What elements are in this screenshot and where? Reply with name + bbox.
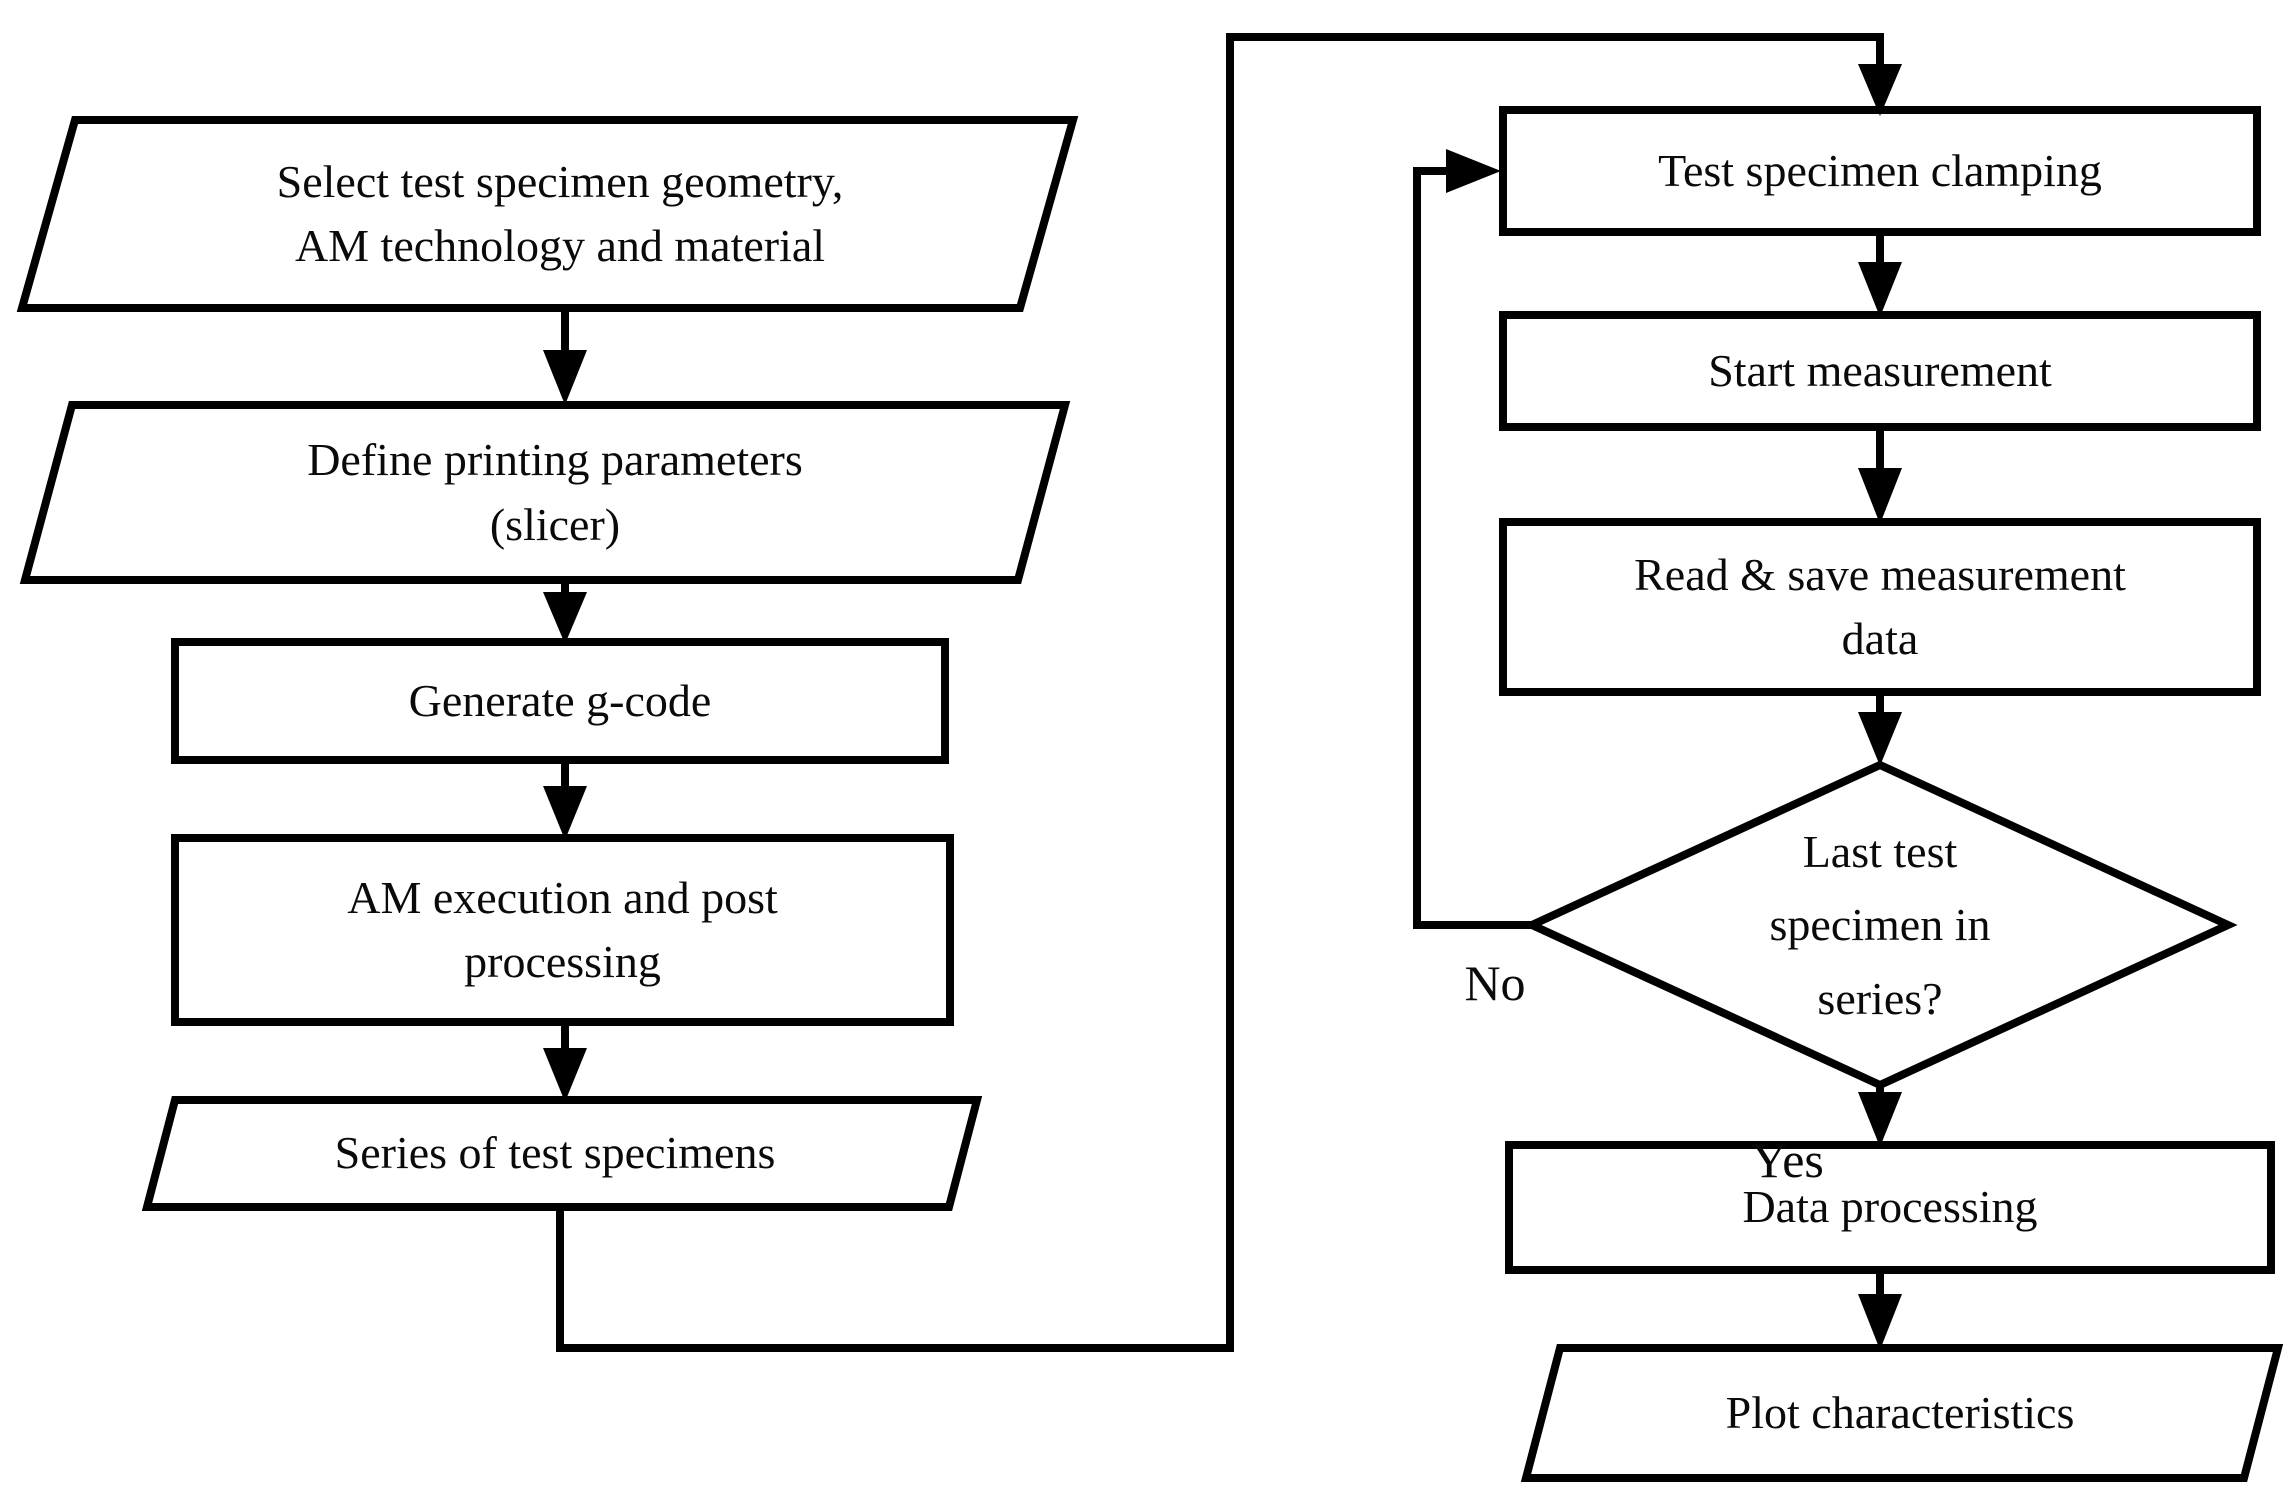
node-plot-characteristics-shape bbox=[1520, 1344, 2284, 1482]
arrowhead-gcode-to-execution bbox=[543, 786, 587, 840]
arrowhead-clamping-to-start bbox=[1858, 262, 1902, 317]
node-last-specimen-shape bbox=[1522, 760, 2238, 1090]
node-select-geometry-shape bbox=[16, 116, 1079, 312]
arrowhead-start-to-read bbox=[1858, 468, 1902, 524]
node-generate-gcode-shape bbox=[171, 638, 949, 764]
arrowhead-select-to-define bbox=[543, 350, 587, 405]
arrowhead-no-into-clamping bbox=[1446, 149, 1501, 193]
arrowhead-read-to-decision bbox=[1858, 712, 1902, 766]
node-specimen-clamping-shape bbox=[1499, 106, 2261, 236]
node-series-specimens-shape bbox=[141, 1096, 983, 1211]
node-data-processing-shape bbox=[1505, 1141, 2275, 1274]
node-am-execution-shape bbox=[171, 834, 954, 1026]
edge-no-loop bbox=[1413, 167, 1532, 929]
edge-series-to-clamping bbox=[556, 33, 1884, 1352]
node-start-measurement-shape bbox=[1499, 311, 2261, 431]
arrowhead-processing-to-plot bbox=[1858, 1294, 1902, 1350]
node-read-save-data-shape bbox=[1499, 518, 2261, 696]
arrowhead-define-to-gcode bbox=[543, 592, 587, 644]
arrowhead-into-clamping-top bbox=[1858, 64, 1902, 116]
arrowhead-execution-to-series bbox=[543, 1048, 587, 1102]
arrowhead-yes-to-processing bbox=[1858, 1092, 1902, 1147]
node-define-parameters-shape bbox=[19, 401, 1071, 584]
